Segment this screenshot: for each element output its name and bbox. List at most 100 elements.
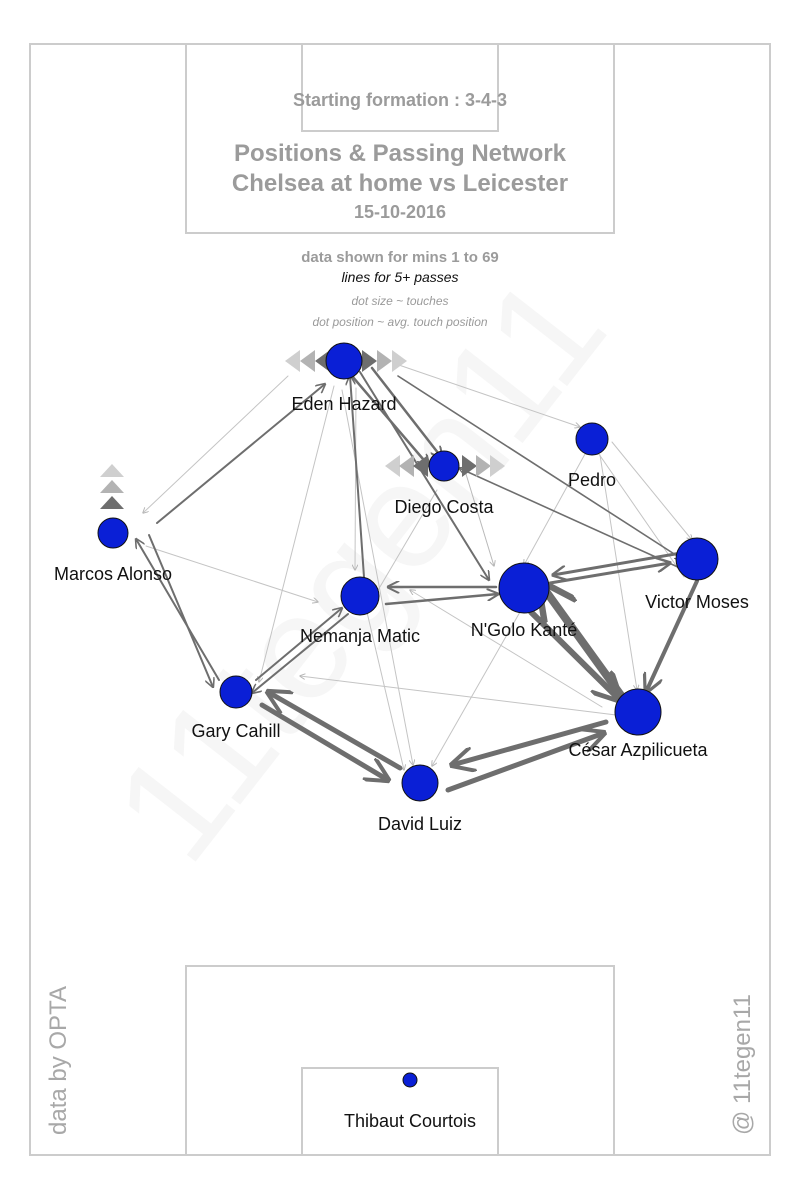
pass-line: [392, 362, 580, 427]
pass-line: [252, 613, 349, 693]
player-marcos-alonso: Marcos Alonso: [54, 517, 172, 584]
pass-line: [136, 539, 220, 681]
pass-line: [384, 594, 498, 606]
player-thibaut-courtois: Thibaut Courtois: [344, 1072, 476, 1131]
player-dot: [340, 576, 380, 616]
player-dot: [219, 675, 253, 709]
pass-line: [259, 385, 335, 682]
pass-line: [143, 375, 289, 513]
minutes-note: data shown for mins 1 to 69: [301, 249, 499, 266]
pass-line: [528, 609, 620, 700]
title-line-2: Chelsea at home vs Leicester: [232, 170, 568, 197]
pass-line: [365, 607, 404, 770]
player-cesar-azpilicueta: César Azpilicueta: [568, 688, 709, 760]
pass-lines: [136, 362, 699, 793]
left-chevron-icon: [385, 455, 400, 477]
player-gary-cahill: Gary Cahill: [191, 675, 281, 741]
pass-line: [594, 447, 685, 578]
pass-line: [255, 608, 342, 681]
player-victor-moses: Victor Moses: [645, 537, 749, 612]
pass-line: [259, 702, 388, 780]
right-chevron-icon: [392, 350, 407, 372]
pass-line: [540, 583, 632, 709]
formation-label: Starting formation : 3-4-3: [293, 90, 507, 110]
pass-line: [459, 468, 681, 569]
left-chevron-icon: [315, 350, 330, 372]
left-chevron-icon: [399, 455, 414, 477]
pass-line: [646, 579, 699, 692]
player-ngolo-kante: N'Golo Kanté: [471, 562, 578, 640]
bottom-goal-box: [301, 1067, 499, 1156]
chevron-arrows: [100, 350, 505, 509]
player-label: Nemanja Matic: [300, 626, 420, 646]
pass-line: [445, 733, 604, 793]
up-chevron-icon: [100, 464, 124, 477]
player-dot: [428, 450, 460, 482]
pass-line: [370, 366, 442, 458]
pass-line: [355, 387, 356, 570]
pass-line: [145, 545, 318, 602]
match-date: 15-10-2016: [354, 202, 446, 222]
player-label: César Azpilicueta: [568, 740, 708, 760]
pass-line: [374, 489, 438, 597]
pass-line: [465, 473, 494, 566]
pass-line: [359, 371, 489, 580]
lines-note: lines for 5+ passes: [341, 269, 458, 285]
pass-line: [611, 441, 692, 540]
player-dot: [675, 537, 719, 581]
pass-line: [410, 590, 603, 708]
pass-line: [350, 376, 365, 578]
player-nemanja-matic: Nemanja Matic: [300, 576, 420, 646]
pass-line: [553, 551, 683, 575]
pass-line: [148, 534, 213, 687]
up-chevron-icon: [100, 480, 124, 493]
right-chevron-icon: [490, 455, 505, 477]
pass-line: [397, 375, 682, 559]
player-dot: [402, 1072, 418, 1088]
up-chevron-icon: [100, 496, 124, 509]
player-dot: [325, 342, 363, 380]
author-credit: @ 11tegen11: [729, 994, 756, 1135]
player-label: Thibaut Courtois: [344, 1111, 476, 1131]
player-label: Gary Cahill: [191, 721, 280, 741]
pass-line: [156, 384, 325, 524]
player-eden-hazard: Eden Hazard: [291, 342, 397, 414]
pitch: [29, 43, 771, 1156]
player-label: Eden Hazard: [291, 394, 396, 414]
pass-line: [432, 611, 521, 766]
pass-line: [300, 676, 617, 716]
player-dot: [614, 688, 662, 736]
player-dot: [97, 517, 129, 549]
title-line-1: Positions & Passing Network: [234, 140, 567, 167]
right-chevron-icon: [476, 455, 491, 477]
right-chevron-icon: [377, 350, 392, 372]
player-dot: [401, 764, 439, 802]
player-pedro: Pedro: [568, 422, 616, 490]
dot-size-note: dot size ~ touches: [351, 294, 448, 308]
player-label: Victor Moses: [645, 592, 749, 612]
data-source-credit: data by OPTA: [45, 986, 72, 1135]
player-label: Marcos Alonso: [54, 564, 172, 584]
player-label: Diego Costa: [394, 497, 494, 517]
right-chevron-icon: [362, 350, 377, 372]
pass-line: [341, 389, 413, 765]
pass-line: [268, 692, 403, 771]
player-label: N'Golo Kanté: [471, 620, 578, 640]
player-dot: [498, 562, 550, 614]
player-label: David Luiz: [378, 814, 462, 834]
player-david-luiz: David Luiz: [378, 764, 462, 834]
left-chevron-icon: [413, 455, 428, 477]
pass-line: [350, 374, 429, 466]
player-dot: [575, 422, 609, 456]
player-diego-costa: Diego Costa: [394, 450, 495, 517]
left-chevron-icon: [285, 350, 300, 372]
pass-line: [524, 453, 586, 565]
right-chevron-icon: [462, 455, 477, 477]
player-label: Pedro: [568, 470, 616, 490]
left-chevron-icon: [300, 350, 315, 372]
top-goal-box: [301, 43, 499, 132]
players: Eden Hazard Diego Costa Pedro Marcos Alo…: [54, 342, 749, 1131]
dot-position-note: dot position ~ avg. touch position: [312, 315, 487, 329]
